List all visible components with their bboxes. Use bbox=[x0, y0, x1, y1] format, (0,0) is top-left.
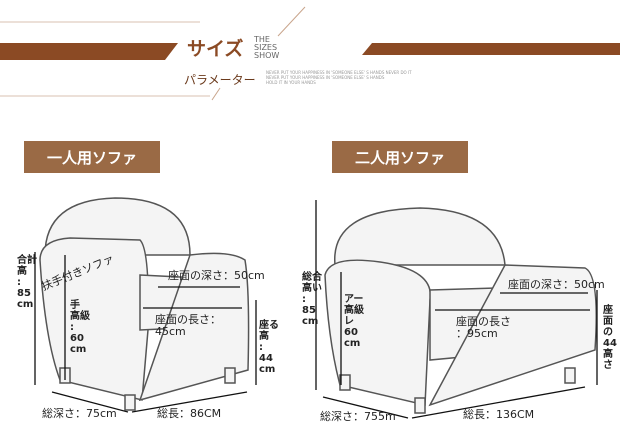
label-text: 45cm bbox=[155, 325, 186, 338]
single-sofa-badge: 一人用ソファ bbox=[24, 141, 160, 173]
label-text: 面 bbox=[603, 316, 613, 327]
label-text: 総合 bbox=[302, 272, 322, 283]
double-dimension-arrows bbox=[315, 200, 598, 419]
double-seat-depth: 座面の深さ：50cm bbox=[508, 278, 605, 291]
brand-line: SHOW bbox=[254, 51, 280, 60]
label-text: : bbox=[17, 277, 21, 288]
label-text: 60 bbox=[344, 327, 358, 338]
fine-print-line: NEVER PUT YOUR HAPPINESS IN 'SOMEONE ELS… bbox=[266, 75, 385, 80]
label-text: 高級 bbox=[344, 305, 364, 316]
label-text: cm bbox=[344, 338, 361, 349]
label-text: cm bbox=[17, 299, 34, 310]
page-title: サイズ bbox=[187, 38, 244, 60]
fine-print: NEVER PUT YOUR HAPPINESS IN 'SOMEONE ELS… bbox=[266, 70, 412, 85]
label-text: レ bbox=[344, 316, 354, 327]
single-dimension-arrows bbox=[34, 252, 257, 413]
label-text: 85 bbox=[17, 288, 31, 299]
label-text: 85 bbox=[302, 305, 316, 316]
label-text: 座 bbox=[603, 305, 613, 316]
label-text: 座面の長さ： bbox=[155, 313, 221, 326]
diagonal-line bbox=[277, 6, 306, 37]
double-sofa-drawing bbox=[324, 207, 597, 414]
left-accent-bar bbox=[0, 43, 178, 60]
label-text: の bbox=[603, 327, 613, 338]
label-text: cm bbox=[302, 316, 319, 327]
right-accent-bar bbox=[362, 43, 620, 55]
single-seat-depth: 座面の深さ：50cm bbox=[168, 269, 265, 282]
single-seat-length: 座面の長さ：45cm bbox=[155, 314, 221, 338]
label-text: 44 bbox=[603, 338, 617, 349]
label-text: : bbox=[302, 294, 306, 305]
label-text: cm bbox=[70, 344, 87, 355]
label-text: さ bbox=[603, 360, 613, 371]
label-text: : bbox=[259, 342, 263, 353]
label-text: 座る bbox=[259, 320, 279, 331]
label-text: 高い bbox=[302, 283, 322, 294]
fine-print-line: HOLD IT IN YOUR HANDS bbox=[266, 80, 316, 85]
double-total-length: 総長：136CM bbox=[463, 408, 535, 421]
label-text: 44 bbox=[259, 353, 273, 364]
diagonal-line-2 bbox=[211, 87, 221, 101]
double-sofa-badge: 二人用ソファ bbox=[332, 141, 468, 173]
brand-line: SIZES bbox=[254, 43, 278, 52]
label-text: 手 bbox=[70, 300, 80, 311]
single-total-length: 総長：86CM bbox=[157, 407, 222, 420]
double-seat-length: 座面の長さ：95cm bbox=[456, 316, 511, 340]
double-total-depth: 総深さ：755m bbox=[320, 410, 396, 423]
label-text: 高 bbox=[603, 349, 613, 360]
label-text: 合計 bbox=[17, 255, 37, 266]
label-text: 高 bbox=[17, 266, 27, 277]
fine-print-line: NEVER PUT YOUR HAPPINESS IN 'SOMEONE ELS… bbox=[266, 70, 412, 75]
brand-mark: THE SIZES SHOW bbox=[254, 36, 279, 60]
label-text: 高 bbox=[259, 331, 269, 342]
label-text: 高級 bbox=[70, 311, 90, 322]
label-text: 座面の長さ bbox=[456, 315, 511, 328]
label-text: ：95cm bbox=[456, 327, 498, 340]
brand-line: THE bbox=[254, 35, 270, 44]
single-total-depth: 総深さ：75cm bbox=[42, 407, 117, 420]
label-text: 60 bbox=[70, 333, 84, 344]
label-text: アー bbox=[344, 294, 364, 305]
label-text: : bbox=[70, 322, 74, 333]
page-subtitle: パラメーター bbox=[184, 73, 256, 87]
label-text: cm bbox=[259, 364, 276, 375]
